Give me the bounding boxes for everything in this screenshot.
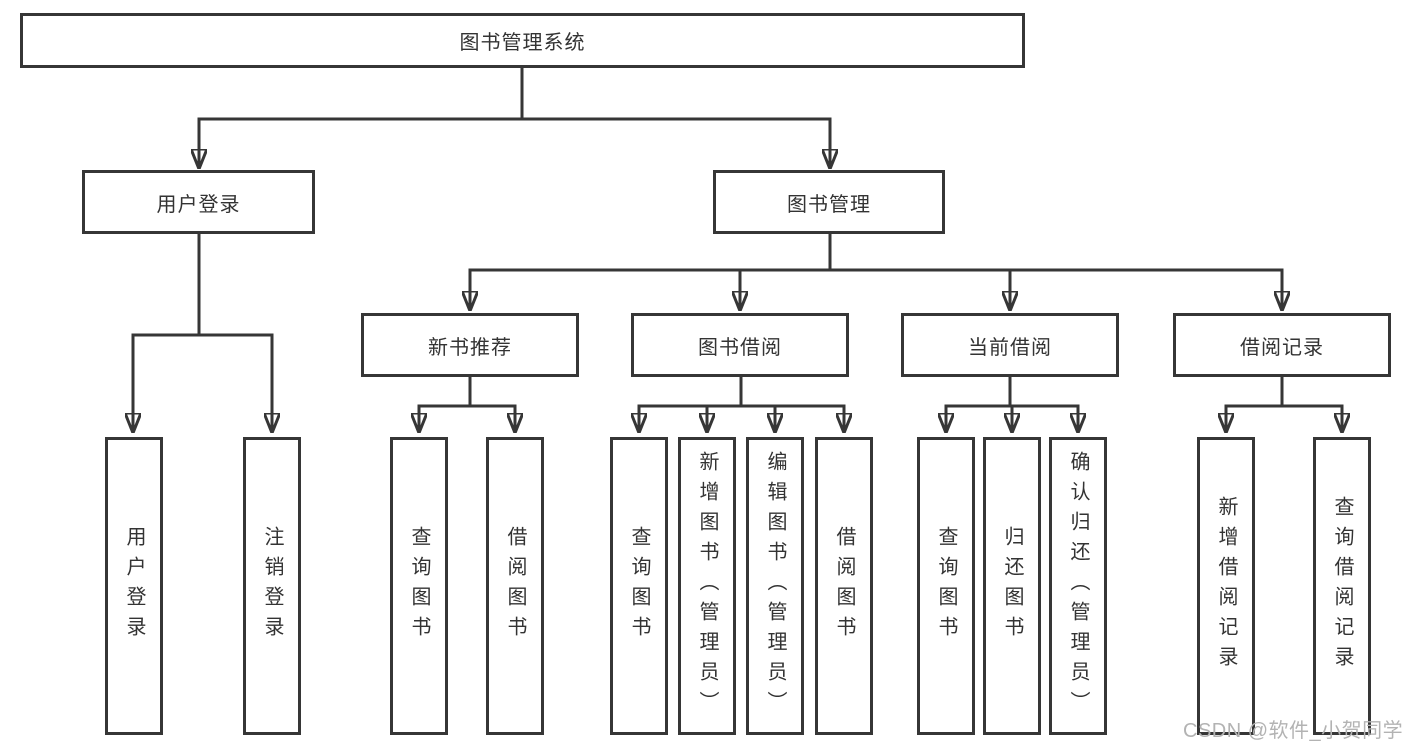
leaf-edit-book-admin-node: 编辑图书（管理员） <box>746 437 804 735</box>
leaf-confirm-return-admin-node: 确认归还（管理员） <box>1049 437 1107 735</box>
leaf-logout-node: 注销登录 <box>243 437 301 735</box>
leaf-query-borrow-record-node: 查询借阅记录 <box>1313 437 1371 735</box>
connector-user-login <box>133 232 272 430</box>
leaf-borrow-books-borrow-node: 借阅图书 <box>815 437 873 735</box>
leaf-borrow-books-newbooks-node: 借阅图书 <box>486 437 544 735</box>
csdn-watermark: CSDN @软件_小贺同学 <box>1183 720 1404 742</box>
branch-user-login-node: 用户登录 <box>82 170 315 234</box>
leaf-add-borrow-record-node: 新增借阅记录 <box>1197 437 1255 735</box>
leaf-user-login-node: 用户登录 <box>105 437 163 735</box>
branch-book-management-node: 图书管理 <box>713 170 945 234</box>
leaf-query-books-current-node: 查询图书 <box>917 437 975 735</box>
connector-borrow-records <box>1226 375 1342 430</box>
leaf-query-books-borrow-node: 查询图书 <box>610 437 668 735</box>
connector-current-borrow <box>946 375 1078 430</box>
root-node: 图书管理系统 <box>20 13 1025 68</box>
connector-root <box>199 66 830 166</box>
module-new-books-node: 新书推荐 <box>361 313 579 377</box>
module-borrow-records-node: 借阅记录 <box>1173 313 1391 377</box>
connector-book-management <box>470 232 1282 308</box>
module-current-borrow-node: 当前借阅 <box>901 313 1119 377</box>
leaf-add-book-admin-node: 新增图书（管理员） <box>678 437 736 735</box>
connector-new-books <box>419 375 515 430</box>
connector-book-borrow <box>639 375 844 430</box>
module-book-borrow-node: 图书借阅 <box>631 313 849 377</box>
leaf-query-books-newbooks-node: 查询图书 <box>390 437 448 735</box>
leaf-return-book-node: 归还图书 <box>983 437 1041 735</box>
